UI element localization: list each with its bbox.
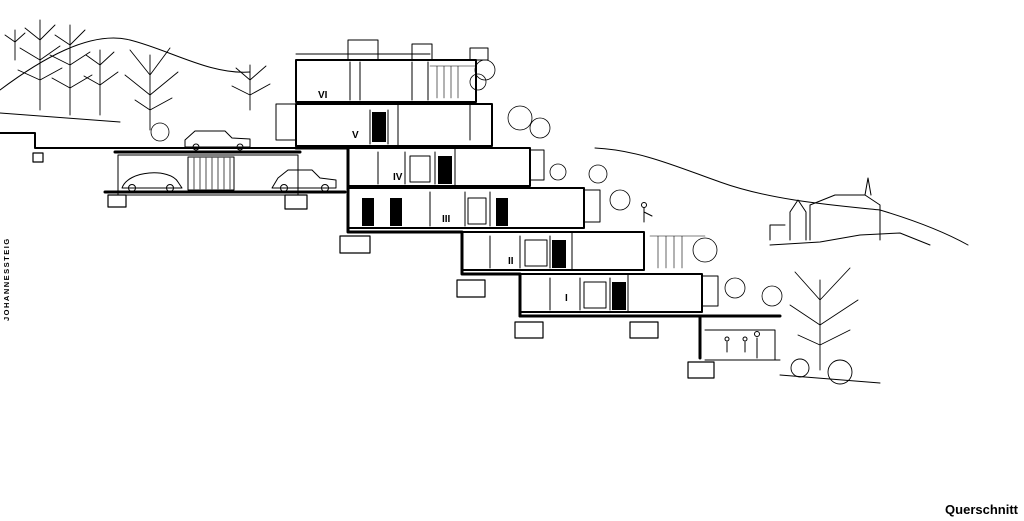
terrain-lines [0, 37, 969, 384]
floor-label-5: V [352, 130, 359, 141]
floor-labels: I II III IV V VI [318, 90, 568, 304]
floor-label-3: III [442, 214, 451, 225]
terrace-plants [150, 59, 783, 307]
floor-label-4: IV [393, 172, 403, 183]
church-village [769, 177, 881, 241]
trees-left [4, 19, 271, 131]
trees-right [789, 267, 859, 385]
floor-label-6: VI [318, 90, 328, 101]
drawing-caption: Querschnitt [945, 502, 1018, 517]
people-figures [641, 202, 760, 359]
floor-label-2: II [508, 256, 514, 267]
cars [121, 130, 337, 192]
building-floors [275, 39, 782, 379]
floor-label-1: I [565, 293, 568, 304]
upper-road [0, 132, 347, 210]
street-label: JOHANNESSTEIG [2, 237, 11, 321]
